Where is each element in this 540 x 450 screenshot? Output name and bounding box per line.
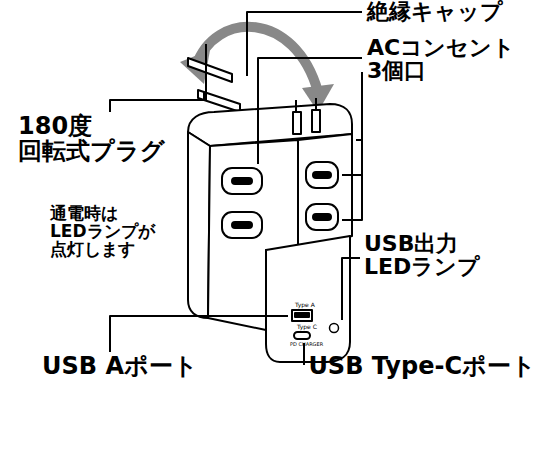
part-label: USB Aポート xyxy=(42,354,198,379)
part-label: ACコンセント 3個口 xyxy=(367,36,515,82)
port-marking: Type A xyxy=(295,302,315,308)
port-marking: PD CHARGER xyxy=(290,342,323,347)
part-label: USB出力 LEDランプ xyxy=(364,232,480,278)
part-label: 絶縁キャップ xyxy=(367,0,503,23)
port-marking: Type C xyxy=(297,324,317,330)
part-label: 180度 回転式プラグ xyxy=(18,114,165,164)
note-label: 通電時は LEDランプが 点灯します xyxy=(50,205,155,259)
part-label: USB Type-Cポート xyxy=(308,354,536,379)
